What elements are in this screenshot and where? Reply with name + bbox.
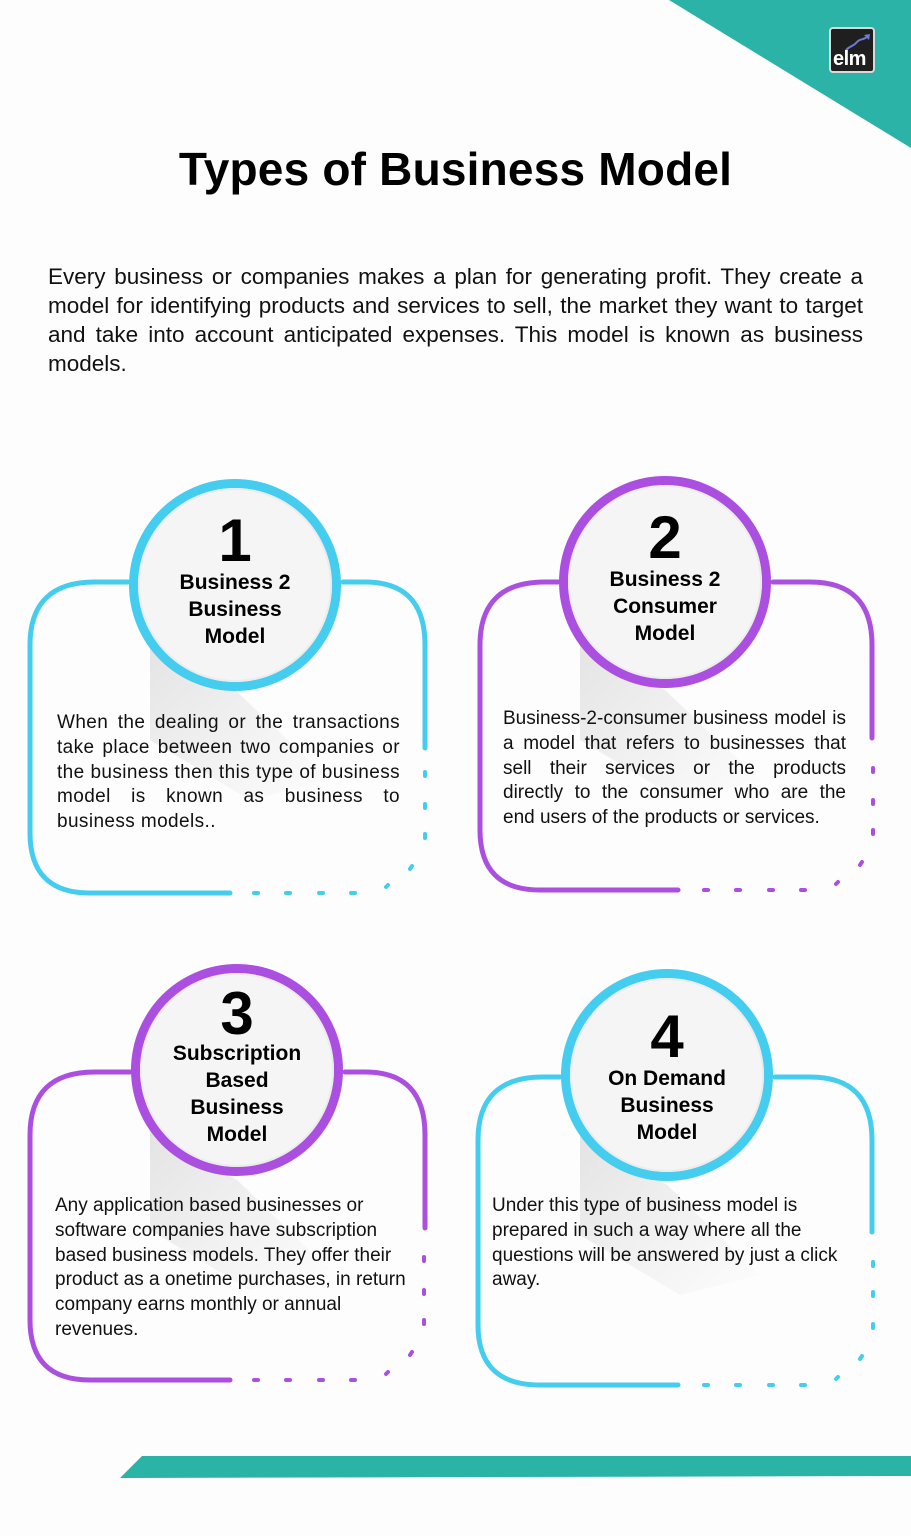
intro-paragraph: Every business or companies makes a plan…	[48, 264, 863, 376]
card-3-title-line-4: Model	[206, 1123, 268, 1146]
card-3-circle: 3 Subscription Based Business Model	[140, 973, 334, 1167]
card-4-description: Under this type of business model is pre…	[492, 1195, 838, 1291]
card-4-title-line-3: Model	[636, 1120, 698, 1144]
card-3-number: 3	[220, 980, 254, 1047]
page-title: Types of Business Model	[178, 143, 733, 195]
card-4-title-line-2: Business	[620, 1093, 714, 1117]
trend-arrow-icon	[845, 34, 870, 51]
card-4-number: 4	[650, 1002, 684, 1070]
logo-text: elm	[833, 48, 866, 70]
card-1-number: 1	[218, 506, 252, 574]
card-1-description: When the dealing or the transactions tak…	[57, 712, 400, 833]
corner-banner-decoration	[669, 0, 911, 148]
elm-logo: elm	[829, 27, 875, 73]
card-2-description: Business-2-consumer business model is a …	[503, 708, 846, 829]
card-4-circle: 4 On Demand Business Model	[570, 978, 764, 1172]
card-1-title-line-3: Model	[204, 624, 266, 648]
card-1-title-line-2: Business	[188, 597, 282, 621]
card-2-title-line-3: Model	[634, 621, 696, 645]
bottom-bar-decoration	[120, 1456, 911, 1478]
card-3-title-line-2: Based	[205, 1069, 269, 1092]
card-2-circle: 2 Business 2 Consumer Model	[568, 485, 762, 679]
card-2-title-line-1: Business 2	[609, 567, 721, 591]
card-2-title-line-2: Consumer	[613, 594, 717, 618]
card-3-title-line-3: Business	[190, 1096, 284, 1119]
card-3-description: Any application based businesses or soft…	[55, 1195, 406, 1340]
card-3-title-line-1: Subscription	[172, 1042, 302, 1065]
card-4-title-line-1: On Demand	[608, 1066, 726, 1090]
card-1-circle: 1 Business 2 Business Model	[138, 488, 332, 682]
card-1-title-line-1: Business 2	[179, 570, 291, 594]
card-2-number: 2	[648, 503, 682, 571]
